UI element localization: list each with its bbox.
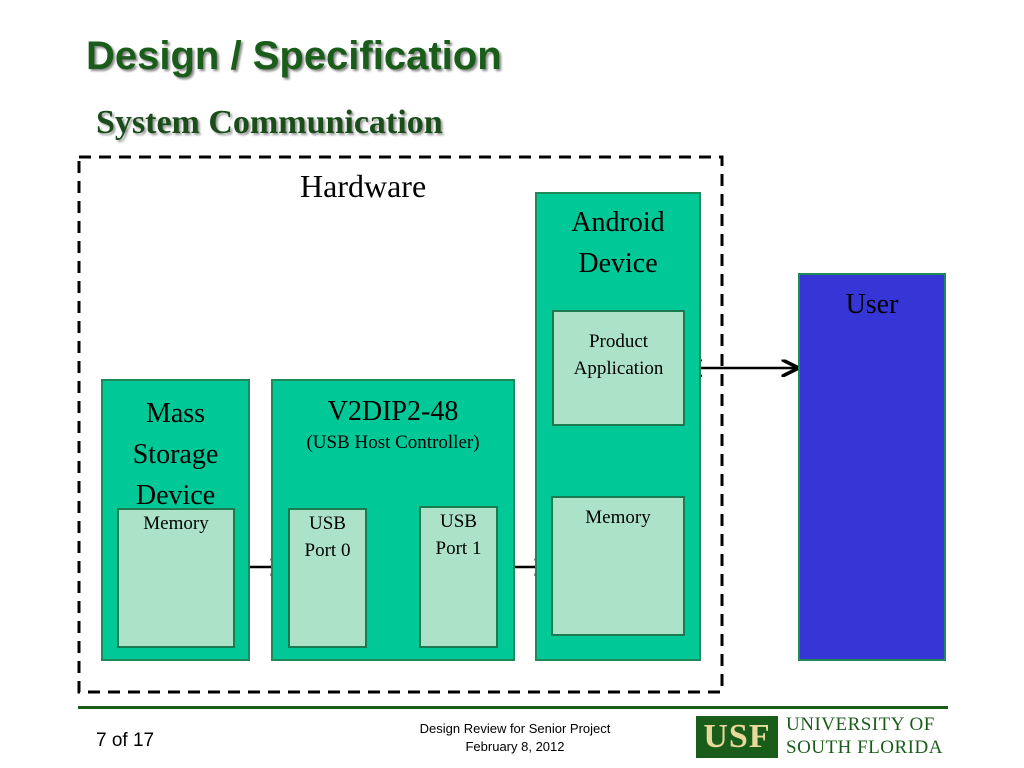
footer-rule [78, 706, 948, 709]
android-label-2: Device [578, 248, 658, 279]
mass-storage-label-2: Storage [132, 439, 219, 470]
footer-line-1: Design Review for Senior Project [419, 721, 611, 736]
usb-port-0-box: USB Port 0 [288, 508, 367, 648]
android-label-1: Android [571, 207, 665, 238]
user-label: User [845, 289, 899, 320]
product-application-label-1: Product [588, 331, 649, 352]
hardware-boundary [77, 155, 724, 694]
usf-logo-text: UNIVERSITY OF SOUTH FLORIDA [786, 713, 943, 759]
product-application-box: Product Application [552, 310, 685, 426]
usf-logo-line-2: SOUTH FLORIDA [786, 737, 943, 758]
user-box: User [798, 273, 946, 661]
hardware-label: Hardware [300, 168, 427, 204]
mass-storage-label-3: Device [135, 480, 216, 511]
usb-port-1-label-1: USB [440, 511, 477, 532]
usf-logo-line-1: UNIVERSITY OF [786, 714, 935, 735]
footer-line-2: February 8, 2012 [465, 739, 565, 754]
controller-sublabel: (USB Host Controller) [306, 432, 480, 453]
slide-title: Design / Specification [86, 34, 502, 78]
product-application-label-2: Application [573, 358, 664, 379]
mass-storage-label-1: Mass [145, 398, 206, 429]
usb-port-0-label-1: USB [309, 513, 346, 534]
android-memory-label: Memory [585, 507, 651, 528]
mass-storage-memory-label: Memory [143, 513, 209, 534]
controller-label: V2DIP2-48 [327, 396, 459, 427]
footer-text: Design Review for Senior Project Februar… [380, 720, 650, 756]
android-memory-box: Memory [551, 496, 685, 636]
usf-logo-mark: USF [696, 716, 778, 758]
page-number: 7 of 17 [96, 730, 155, 751]
usb-port-1-label-2: Port 1 [435, 538, 482, 559]
mass-storage-memory-box: Memory [117, 508, 235, 648]
usb-port-1-box: USB Port 1 [419, 506, 498, 648]
slide-subtitle: System Communication [96, 104, 443, 141]
usb-port-0-label-2: Port 0 [304, 540, 351, 561]
